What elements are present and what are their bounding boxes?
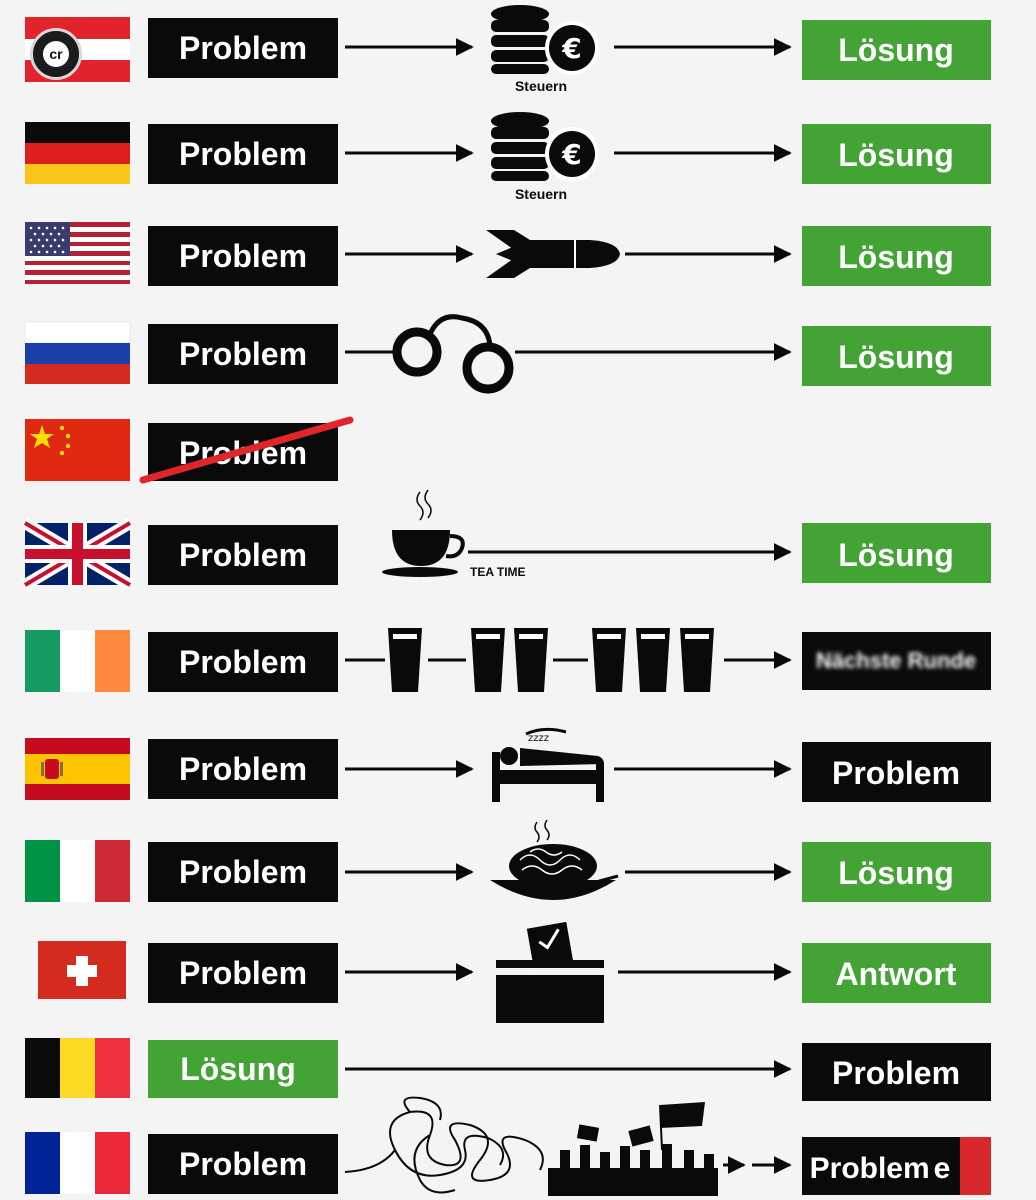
- row-germany: Problem € Steuern Lösung: [25, 112, 991, 202]
- problem-result-box: Problem: [802, 742, 991, 802]
- problem-box: Problem: [148, 943, 338, 1003]
- solution-box: Lösung: [802, 523, 991, 583]
- svg-text:Lösung: Lösung: [838, 32, 954, 68]
- handcuffs-icon: [392, 314, 514, 394]
- svg-text:Problem: Problem: [179, 1146, 307, 1182]
- svg-text:Problem: Problem: [179, 854, 307, 890]
- svg-text:Lösung: Lösung: [838, 537, 954, 573]
- next-round-box: Nächste Runde: [802, 632, 991, 690]
- svg-text:Problem: Problem: [179, 30, 307, 66]
- flag-italy: [25, 840, 130, 902]
- row-austria: Problem € Steuern Lösung: [25, 5, 991, 94]
- watermark-logo-text: cr: [43, 41, 69, 67]
- svg-text:€: €: [561, 32, 581, 65]
- row-uk: Problem TEA TIME Lösung: [21, 489, 991, 591]
- svg-text:Problem: Problem: [179, 537, 307, 573]
- sleeping-bed-icon: zzzz: [492, 727, 604, 802]
- solution-box: Lösung: [802, 326, 991, 386]
- red-strikethrough: [139, 416, 354, 484]
- svg-text:Lösung: Lösung: [838, 855, 954, 891]
- svg-text:€: €: [561, 138, 581, 171]
- caption-tea-time: TEA TIME: [470, 565, 526, 579]
- row-italy: Problem Lösung: [25, 819, 991, 902]
- tangled-line-icon: [344, 1096, 544, 1194]
- spaghetti-plate-icon: [490, 819, 619, 900]
- svg-text:Problem: Problem: [832, 755, 960, 791]
- svg-text:Antwort: Antwort: [836, 956, 957, 992]
- flag-uk: [21, 517, 134, 591]
- beer-pints-icon: [345, 628, 714, 692]
- row-spain: Problem zzzz Problem: [25, 727, 991, 802]
- flag-belgium: [25, 1038, 130, 1098]
- problem-box: Problem: [148, 226, 338, 286]
- protest-crowd-icon: [548, 1102, 718, 1196]
- problem-box: Problem: [148, 18, 338, 78]
- svg-text:Problem: Problem: [179, 136, 307, 172]
- problem-box: Problem: [148, 324, 338, 384]
- svg-text:Problem: Problem: [179, 751, 307, 787]
- flag-france: [25, 1132, 130, 1194]
- solution-box: Lösung: [802, 124, 991, 184]
- svg-text:Problem: Problem: [179, 955, 307, 991]
- missile-icon: [486, 230, 620, 278]
- svg-text:Lösung: Lösung: [838, 137, 954, 173]
- row-switzerland: Problem Antwort: [38, 921, 991, 1023]
- ballot-box-icon: [496, 921, 604, 1023]
- row-usa: Problem Lösung: [25, 222, 991, 286]
- caption-steuern: Steuern: [515, 78, 567, 94]
- coins-euro-icon: €: [491, 5, 599, 75]
- flag-china: [25, 419, 130, 481]
- flag-switzerland: [38, 941, 126, 999]
- flag-germany: [25, 122, 130, 184]
- answer-box: Antwort: [802, 943, 991, 1003]
- row-ireland: Problem Nächste Runde: [25, 628, 991, 692]
- coins-euro-icon: €: [491, 112, 599, 181]
- svg-text:Problem: Problem: [179, 644, 307, 680]
- caption-steuern: Steuern: [515, 186, 567, 202]
- row-russia: Problem Lösung: [24, 314, 991, 394]
- solution-box: Lösung: [148, 1040, 338, 1098]
- solution-box: Lösung: [802, 20, 991, 80]
- flag-spain: [25, 738, 130, 800]
- problem-box: Problem: [148, 1134, 338, 1194]
- svg-text:Problem: Problem: [179, 238, 307, 274]
- row-belgium: Lösung Problem: [25, 1038, 991, 1101]
- svg-text:Lösung: Lösung: [180, 1051, 296, 1087]
- problem-box: Problem: [148, 525, 338, 585]
- svg-text:Problem: Problem: [832, 1055, 960, 1091]
- flag-ireland: [25, 630, 130, 692]
- svg-text:Lösung: Lösung: [838, 239, 954, 275]
- teacup-icon: [382, 489, 465, 577]
- row-china: Problem: [25, 416, 354, 484]
- problem-box: Problem: [148, 632, 338, 692]
- flag-usa: [25, 222, 130, 284]
- svg-text:Problem: Problem: [179, 336, 307, 372]
- problem-result-box: Problem: [802, 1043, 991, 1101]
- solution-box: Lösung: [802, 226, 991, 286]
- problem-box: Problem: [148, 739, 338, 799]
- svg-text:Lösung: Lösung: [838, 339, 954, 375]
- problem-box: Problem: [148, 842, 338, 902]
- svg-text:zzzz: zzzz: [528, 733, 549, 744]
- svg-text:Nächste Runde: Nächste Runde: [816, 648, 976, 673]
- problem-box: Problem: [148, 124, 338, 184]
- solution-box: Lösung: [802, 842, 991, 902]
- flag-russia: [24, 321, 131, 384]
- watermark-logo: cr: [30, 28, 82, 80]
